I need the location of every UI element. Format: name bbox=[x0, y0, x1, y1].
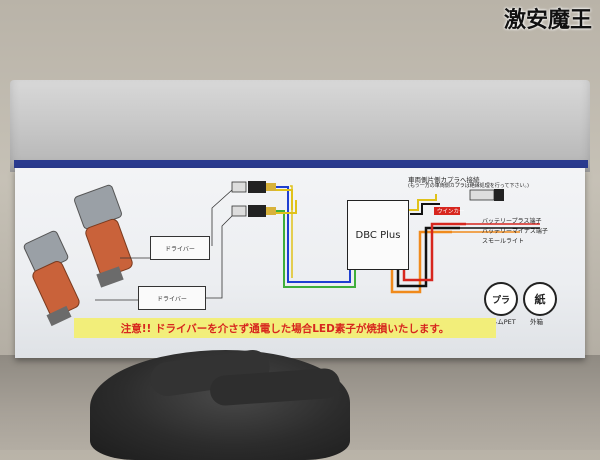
dbc-plus-module: DBC Plus bbox=[347, 200, 409, 270]
recycle-plastic-caption: フィルムPET bbox=[478, 318, 516, 326]
recycle-plastic-symbol: プラ bbox=[491, 295, 510, 306]
small-red-tag-label: ウインカー bbox=[437, 209, 465, 215]
driver-label-upper: ドライバー bbox=[165, 245, 195, 253]
wiring-diagram bbox=[23, 181, 540, 327]
recycle-paper-symbol: 紙 bbox=[534, 293, 546, 306]
driver-box-lower: ドライバー bbox=[138, 286, 206, 310]
warning-banner: 注意!! ドライバーを介さず通電した場合LED素子が焼損いたします。 bbox=[74, 318, 496, 338]
wire-label-battery-plus: バッテリープラス端子 bbox=[482, 218, 542, 225]
box-top-surface bbox=[10, 80, 590, 172]
red-tag bbox=[434, 207, 460, 215]
led-bulb-upper bbox=[74, 184, 133, 288]
wire-label-battery-minus: バッテリーマイナス端子 bbox=[482, 228, 548, 235]
warning-text: 注意!! ドライバーを介さず通電した場合LED素子が焼損いたします。 bbox=[120, 322, 450, 335]
note-line-1: 車両側片側カプラへ接続 bbox=[408, 176, 480, 184]
wire-label-small-light: スモールライト bbox=[482, 238, 525, 245]
box-edge-strip bbox=[14, 160, 588, 168]
recycle-paper-caption: 外箱 bbox=[530, 318, 543, 326]
note-line-2: (もう一方の車両側カプラは絶縁処理を行って下さい。) bbox=[408, 183, 530, 189]
led-bulb-lower bbox=[23, 230, 80, 327]
vehicle-connector bbox=[469, 189, 504, 201]
watermark-text: 激安魔王 bbox=[503, 7, 592, 33]
dbc-plus-label: DBC Plus bbox=[355, 229, 401, 241]
connector-lower bbox=[231, 205, 276, 217]
connector-upper bbox=[231, 181, 276, 193]
driver-box-upper: ドライバー bbox=[150, 236, 210, 260]
recycle-paper-icon: 紙 bbox=[523, 282, 557, 316]
recycle-plastic-icon: プラ bbox=[484, 282, 518, 316]
driver-label-lower: ドライバー bbox=[157, 295, 187, 303]
